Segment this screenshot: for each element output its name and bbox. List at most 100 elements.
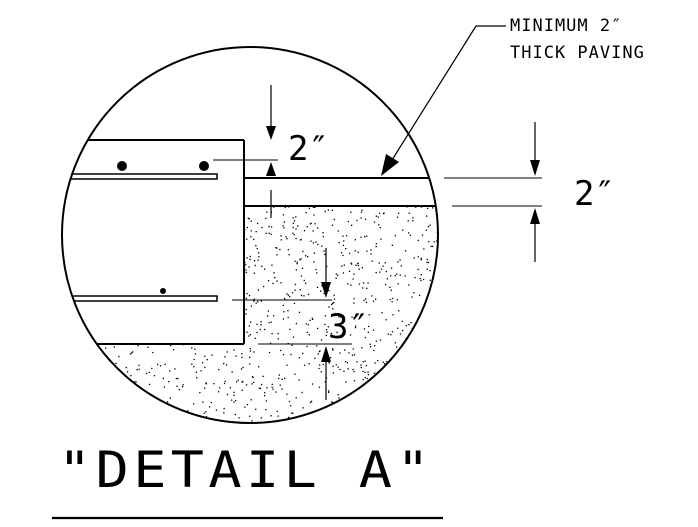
stipple-dot	[390, 267, 393, 269]
stipple-dot	[396, 346, 398, 348]
stipple-dot	[105, 409, 107, 411]
stipple-dot	[384, 283, 387, 286]
stipple-dot	[287, 249, 289, 251]
stipple-dot	[366, 250, 368, 252]
stipple-dot	[175, 377, 178, 380]
stipple-dot	[226, 425, 227, 426]
stipple-dot	[253, 351, 255, 353]
stipple-dot	[148, 407, 150, 409]
stipple-dot	[314, 357, 316, 360]
stipple-dot	[161, 420, 163, 422]
stipple-dot	[362, 361, 364, 363]
stipple-dot	[270, 321, 272, 323]
stipple-dot	[338, 397, 340, 399]
stipple-dot	[250, 220, 252, 222]
stipple-dot	[273, 272, 275, 274]
stipple-dot	[321, 414, 324, 416]
stipple-dot	[204, 355, 206, 357]
stipple-dot	[298, 357, 301, 359]
stipple-dot	[396, 273, 398, 275]
stipple-dot	[277, 332, 279, 335]
stipple-dot	[159, 416, 161, 418]
stipple-dot	[305, 212, 307, 214]
stipple-dot	[266, 315, 269, 317]
stipple-dot	[261, 265, 263, 267]
stipple-dot	[241, 381, 243, 383]
stipple-dot	[408, 232, 410, 234]
stipple-dot	[105, 395, 107, 397]
stipple-dot	[176, 385, 178, 387]
stipple-dot	[396, 216, 399, 218]
stipple-dot	[116, 410, 118, 412]
stipple-dot	[149, 409, 151, 411]
stipple-dot	[330, 332, 333, 335]
stipple-dot	[241, 356, 243, 359]
stipple-dot	[401, 320, 403, 322]
stipple-dot	[357, 402, 359, 404]
stipple-dot	[287, 416, 290, 418]
stipple-dot	[359, 414, 361, 417]
stipple-dot	[315, 268, 317, 271]
stipple-dot	[362, 379, 364, 381]
stipple-dot	[366, 287, 368, 289]
stipple-dot	[181, 386, 184, 388]
stipple-dot	[366, 377, 368, 380]
stipple-dot	[295, 397, 297, 399]
stipple-dot	[434, 351, 436, 354]
stipple-dot	[402, 329, 404, 332]
stipple-dot	[380, 393, 383, 395]
stipple-dot	[105, 368, 108, 370]
stipple-dot	[249, 363, 251, 365]
stipple-dot	[324, 315, 327, 317]
stipple-dot	[335, 273, 337, 275]
stipple-dot	[409, 344, 411, 346]
stipple-dot	[335, 277, 337, 279]
stipple-dot	[385, 270, 387, 273]
stipple-dot	[378, 212, 381, 214]
stipple-dot	[164, 414, 166, 416]
stipple-dot	[323, 292, 325, 295]
stipple-dot	[364, 218, 367, 220]
stipple-dot	[105, 347, 107, 349]
stipple-dot	[314, 417, 316, 419]
stipple-dot	[327, 326, 329, 328]
stipple-dot	[419, 319, 421, 321]
stipple-dot	[137, 344, 139, 347]
stipple-dot	[169, 397, 171, 399]
stipple-dot	[182, 384, 184, 386]
stipple-dot	[337, 230, 339, 232]
stipple-dot	[237, 428, 238, 429]
stipple-dot	[116, 402, 118, 405]
stipple-dot	[417, 423, 418, 424]
stipple-dot	[389, 298, 391, 301]
stipple-dot	[231, 371, 233, 373]
stipple-dot	[254, 264, 256, 267]
stipple-dot	[322, 235, 324, 238]
stipple-dot	[255, 408, 257, 410]
stipple-dot	[87, 386, 89, 388]
stipple-dot	[153, 399, 155, 401]
stipple-dot	[299, 289, 301, 291]
stipple-dot	[409, 234, 412, 236]
stipple-dot	[348, 270, 351, 272]
stipple-dot	[317, 243, 319, 246]
stipple-dot	[274, 277, 276, 279]
stipple-dot	[398, 310, 400, 312]
dim-right-arrowhead-up	[530, 208, 540, 224]
stipple-dot	[399, 274, 401, 276]
stipple-dot	[256, 323, 258, 325]
stipple-dot	[347, 220, 349, 223]
rebar-dot-1	[117, 161, 127, 171]
stipple-dot	[429, 270, 431, 272]
stipple-dot	[432, 398, 435, 401]
stipple-dot	[62, 375, 64, 378]
stipple-dot	[241, 353, 243, 355]
stipple-dot	[95, 418, 97, 420]
stipple-dot	[245, 384, 248, 386]
stipple-dot	[348, 252, 351, 255]
stipple-dot	[332, 401, 334, 404]
stipple-dot	[420, 259, 422, 261]
stipple-dot	[396, 299, 398, 301]
stipple-dot	[265, 217, 267, 220]
